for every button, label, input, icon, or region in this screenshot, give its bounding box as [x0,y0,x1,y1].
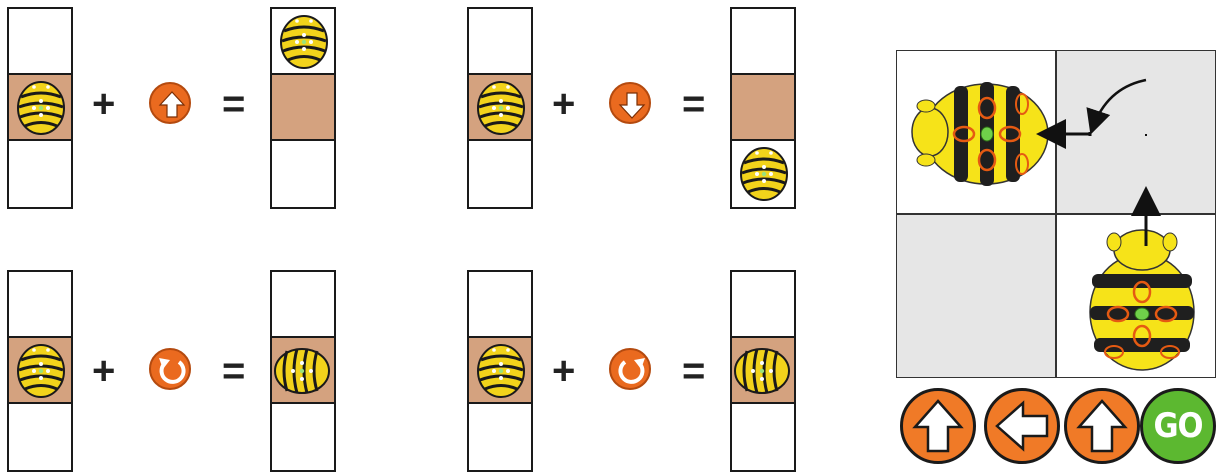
backward-button-icon [609,82,651,124]
grid-cell-bottom-left [896,214,1056,378]
bee-bot-icon [476,343,526,399]
equation-turn-right: + = [460,263,1217,472]
path-grid [896,50,1216,380]
result-track [730,7,796,209]
result-track [730,270,796,472]
bee-bot-icon [16,343,66,399]
turn-right-button-icon [609,348,651,390]
plus-sign: + [552,349,576,393]
bee-bot-icon [16,80,66,136]
bee-bot-icon [733,347,791,395]
start-track [7,270,73,472]
bee-bot-final-position-icon [911,82,1049,186]
path-arrows [1036,78,1161,246]
equation-backward: + = [460,0,1217,209]
result-track [270,270,336,472]
program-left-button[interactable] [984,388,1060,464]
bee-bot-icon [739,146,789,202]
bee-bot-icon [273,347,331,395]
left-arrow-icon [995,400,1049,452]
equals-sign: = [222,82,246,126]
bee-bot-start-position-icon [1089,229,1195,371]
start-track [467,7,533,209]
up-arrow-icon [912,399,964,453]
plus-sign: + [92,82,116,126]
turn-left-button-icon [149,348,191,390]
start-track [467,270,533,472]
forward-button-icon [149,82,191,124]
equation-turn-left: + = [0,263,800,472]
plus-sign: + [552,82,576,126]
equals-sign: = [682,349,706,393]
result-track [270,7,336,209]
equals-sign: = [682,82,706,126]
plus-sign: + [92,349,116,393]
bee-bot-icon [279,14,329,70]
start-track [7,7,73,209]
equation-forward: + = [0,0,800,209]
up-arrow-icon [1076,399,1128,453]
go-label: GO [1153,406,1203,446]
program-forward-button[interactable] [900,388,976,464]
go-button[interactable]: GO [1140,388,1216,464]
equals-sign: = [222,349,246,393]
bee-bot-icon [476,80,526,136]
program-forward-button-2[interactable] [1064,388,1140,464]
